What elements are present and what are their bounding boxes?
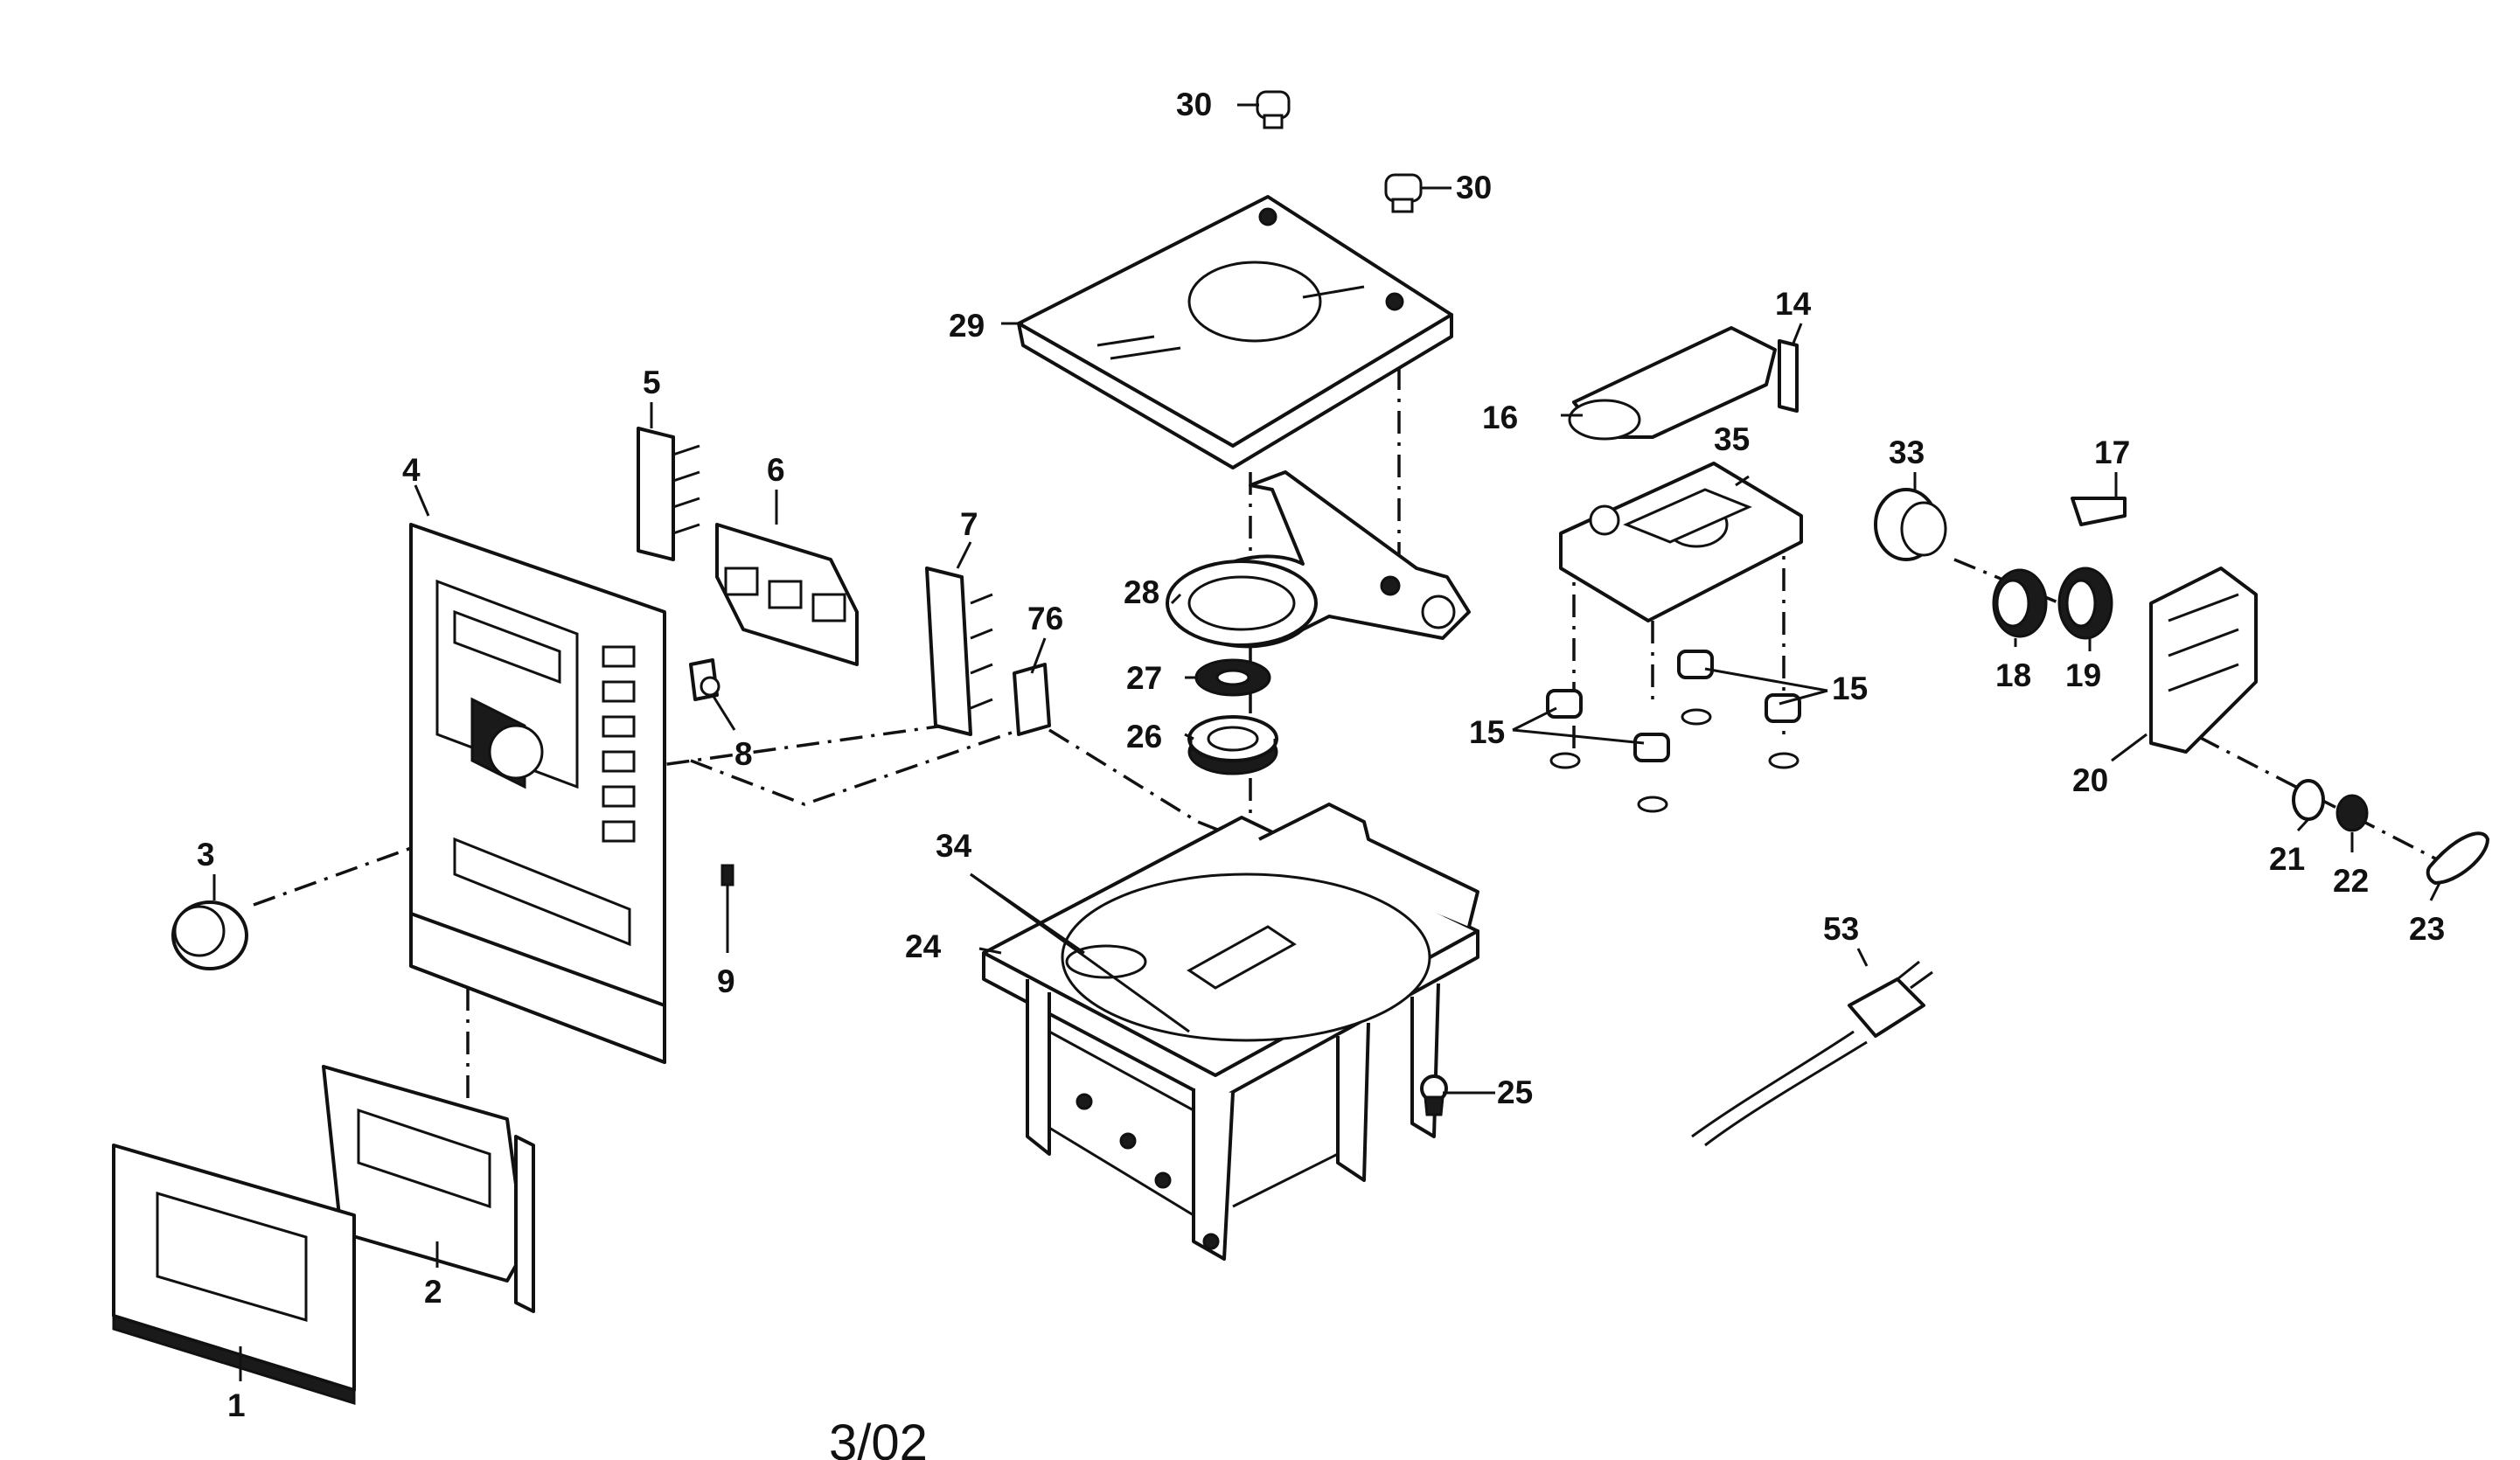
part-30-foot-right (1384, 173, 1423, 213)
part-8-jack (689, 658, 720, 701)
callout-30-top: 30 (1176, 87, 1212, 122)
callout-18: 18 (1995, 657, 2031, 693)
callout-28: 28 (1124, 574, 1159, 610)
part-24-chassis-frame (982, 803, 1479, 1261)
callout-9: 9 (717, 963, 735, 999)
part-14-clip (1778, 339, 1799, 413)
part-6-switch-block (715, 523, 859, 666)
part-25-screw (1420, 1074, 1448, 1116)
callout-76: 76 (1027, 601, 1063, 636)
part-2-display-bracket (322, 1065, 535, 1313)
part-15-grommet-d (1765, 693, 1801, 769)
callout-23: 23 (2409, 911, 2445, 947)
part-28-disc-tray-bracket (1166, 470, 1471, 649)
part-5-switch-strip (637, 427, 700, 561)
callout-35: 35 (1714, 421, 1750, 457)
part-20-tray-mechanism (2149, 567, 2258, 754)
callout-34: 34 (936, 828, 972, 864)
part-35-pickup-mechanism (1559, 462, 1803, 622)
part-19-gear (2057, 567, 2113, 640)
part-3-knob (171, 900, 248, 970)
callout-16: 16 (1482, 400, 1518, 435)
part-26-pulley (1187, 715, 1278, 775)
callout-5: 5 (643, 365, 661, 400)
part-22-gear (2336, 794, 2369, 832)
callout-14: 14 (1775, 286, 1812, 322)
part-29-top-lid (1017, 195, 1453, 469)
date-code: 3/02 (829, 1415, 928, 1460)
callout-8: 8 (734, 736, 753, 772)
callout-15-left: 15 (1469, 714, 1505, 750)
callout-21: 21 (2269, 841, 2305, 877)
callout-15-right: 15 (1832, 671, 1868, 706)
callout-3: 3 (197, 837, 215, 873)
part-17-bracket (2071, 497, 2127, 526)
callout-labels: 30 30 29 14 16 35 28 27 26 15 15 34 24 2… (197, 87, 2445, 1423)
callout-4: 4 (402, 452, 421, 488)
part-33-motor (1874, 488, 1947, 561)
part-23-belt (2426, 831, 2489, 885)
callout-24: 24 (905, 928, 942, 964)
part-15-grommet-a (1546, 689, 1583, 769)
callout-2: 2 (424, 1274, 442, 1310)
callout-19: 19 (2065, 657, 2101, 693)
callout-20: 20 (2072, 762, 2108, 798)
callout-1: 1 (227, 1387, 246, 1423)
part-16-clamp-arm (1568, 326, 1777, 441)
callout-25: 25 (1497, 1074, 1533, 1110)
part-27-washer (1194, 658, 1271, 697)
part-21-washer (2292, 779, 2325, 821)
callout-17: 17 (2094, 435, 2130, 470)
callout-29: 29 (949, 308, 985, 344)
callout-6: 6 (767, 452, 785, 488)
part-53-power-cord (1691, 960, 1933, 1147)
part-7-switch-strip (925, 567, 993, 736)
callout-27: 27 (1126, 660, 1162, 696)
part-1-display-window (112, 1144, 356, 1406)
part-18-gear (1992, 568, 2048, 638)
part-15-grommet-c (1677, 650, 1714, 726)
callout-22: 22 (2333, 863, 2369, 899)
callout-26: 26 (1126, 719, 1162, 754)
callout-53: 53 (1823, 911, 1859, 947)
callout-30-right: 30 (1456, 170, 1492, 205)
part-30-foot-top (1256, 90, 1291, 129)
callout-leaders (212, 103, 2441, 1381)
part-76-connector (1013, 663, 1051, 736)
callout-7: 7 (960, 506, 978, 542)
part-9-screw (720, 864, 734, 953)
part-4-front-panel (409, 523, 666, 1064)
callout-33: 33 (1889, 435, 1925, 470)
part-15-grommet-b (1633, 733, 1670, 813)
